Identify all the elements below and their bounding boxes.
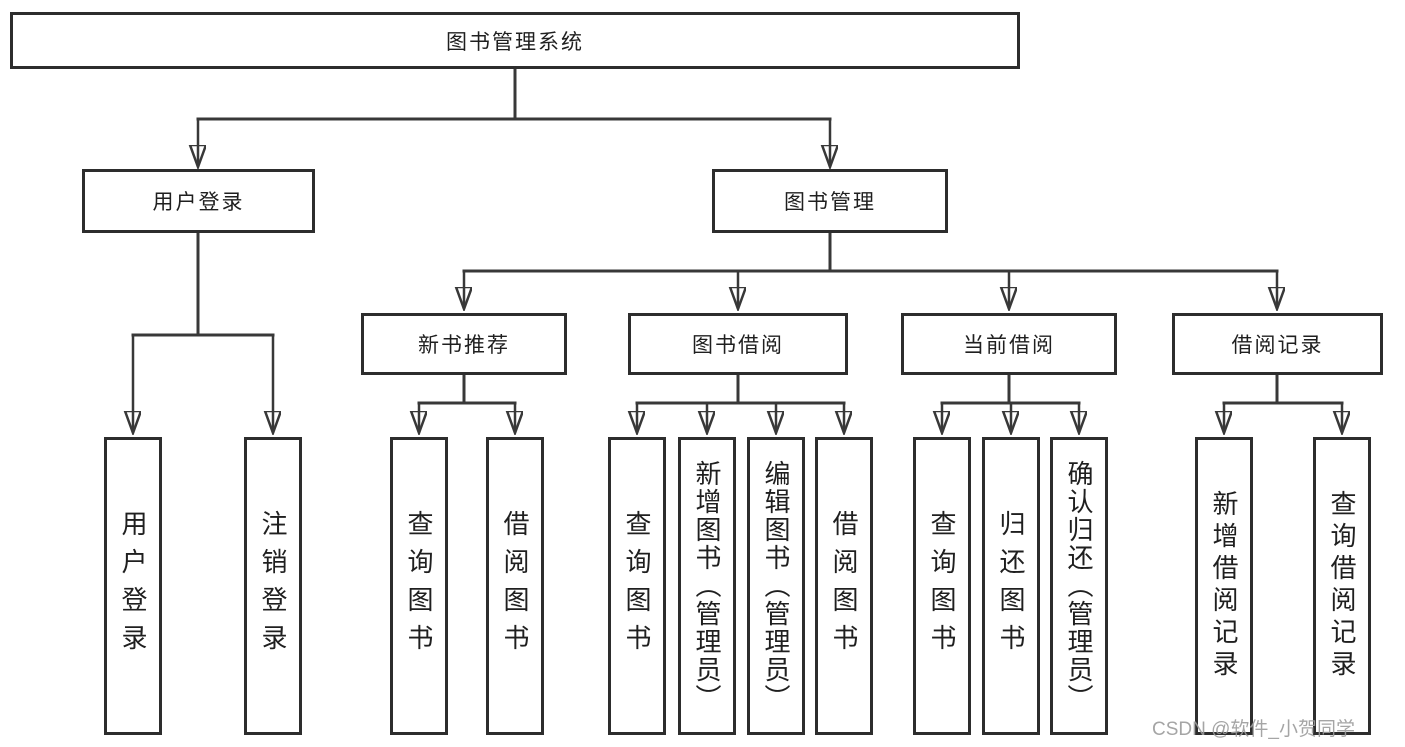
leaf-label: 查询图书 [622, 510, 652, 662]
leaf-label: 注销登录 [258, 510, 288, 662]
leaf-label: 查询图书 [927, 510, 957, 662]
leaf-label: 新增借阅记录 [1209, 490, 1239, 682]
leaf-logout: 注销登录 [244, 437, 302, 735]
csdn-watermark: CSDN @软件_小贺同学 [1152, 719, 1355, 740]
node-label: 图书借阅 [692, 334, 784, 357]
node-borrow-records: 借阅记录 [1172, 313, 1383, 375]
leaf-add-borrow-record: 新增借阅记录 [1195, 437, 1253, 735]
node-new-book-recommend: 新书推荐 [361, 313, 567, 375]
leaf-query-borrow-record: 查询借阅记录 [1313, 437, 1371, 735]
leaf-label: 确认归还（管理员） [1064, 460, 1094, 712]
leaf-return-book: 归还图书 [982, 437, 1040, 735]
leaf-label: 借阅图书 [500, 510, 530, 662]
node-label: 用户登录 [152, 191, 245, 214]
leaf-edit-book-admin: 编辑图书（管理员） [747, 437, 805, 735]
leaf-query-book-recommend: 查询图书 [390, 437, 448, 735]
leaf-label: 查询借阅记录 [1327, 490, 1357, 682]
node-user-login: 用户登录 [82, 169, 315, 233]
leaf-confirm-return-admin: 确认归还（管理员） [1050, 437, 1108, 735]
leaf-add-book-admin: 新增图书（管理员） [678, 437, 736, 735]
leaf-borrow-book: 借阅图书 [815, 437, 873, 735]
node-label: 借阅记录 [1231, 334, 1324, 357]
node-label: 图书管理系统 [446, 30, 584, 54]
leaf-label: 编辑图书（管理员） [761, 460, 791, 712]
node-book-management: 图书管理 [712, 169, 948, 233]
leaf-user-login: 用户登录 [104, 437, 162, 735]
leaf-borrow-book-recommend: 借阅图书 [486, 437, 544, 735]
node-book-borrow: 图书借阅 [628, 313, 848, 375]
leaf-label: 新增图书（管理员） [692, 460, 722, 712]
leaf-label: 借阅图书 [829, 510, 859, 662]
leaf-label: 归还图书 [996, 510, 1026, 662]
leaf-query-book-borrow: 查询图书 [608, 437, 666, 735]
node-label: 图书管理 [784, 191, 876, 214]
leaf-label: 查询图书 [404, 510, 434, 662]
leaf-label: 用户登录 [118, 510, 148, 662]
node-current-borrow: 当前借阅 [901, 313, 1117, 375]
leaf-query-book-current: 查询图书 [913, 437, 971, 735]
node-root-library-system: 图书管理系统 [10, 12, 1020, 69]
node-label: 新书推荐 [418, 334, 510, 357]
node-label: 当前借阅 [963, 334, 1055, 357]
